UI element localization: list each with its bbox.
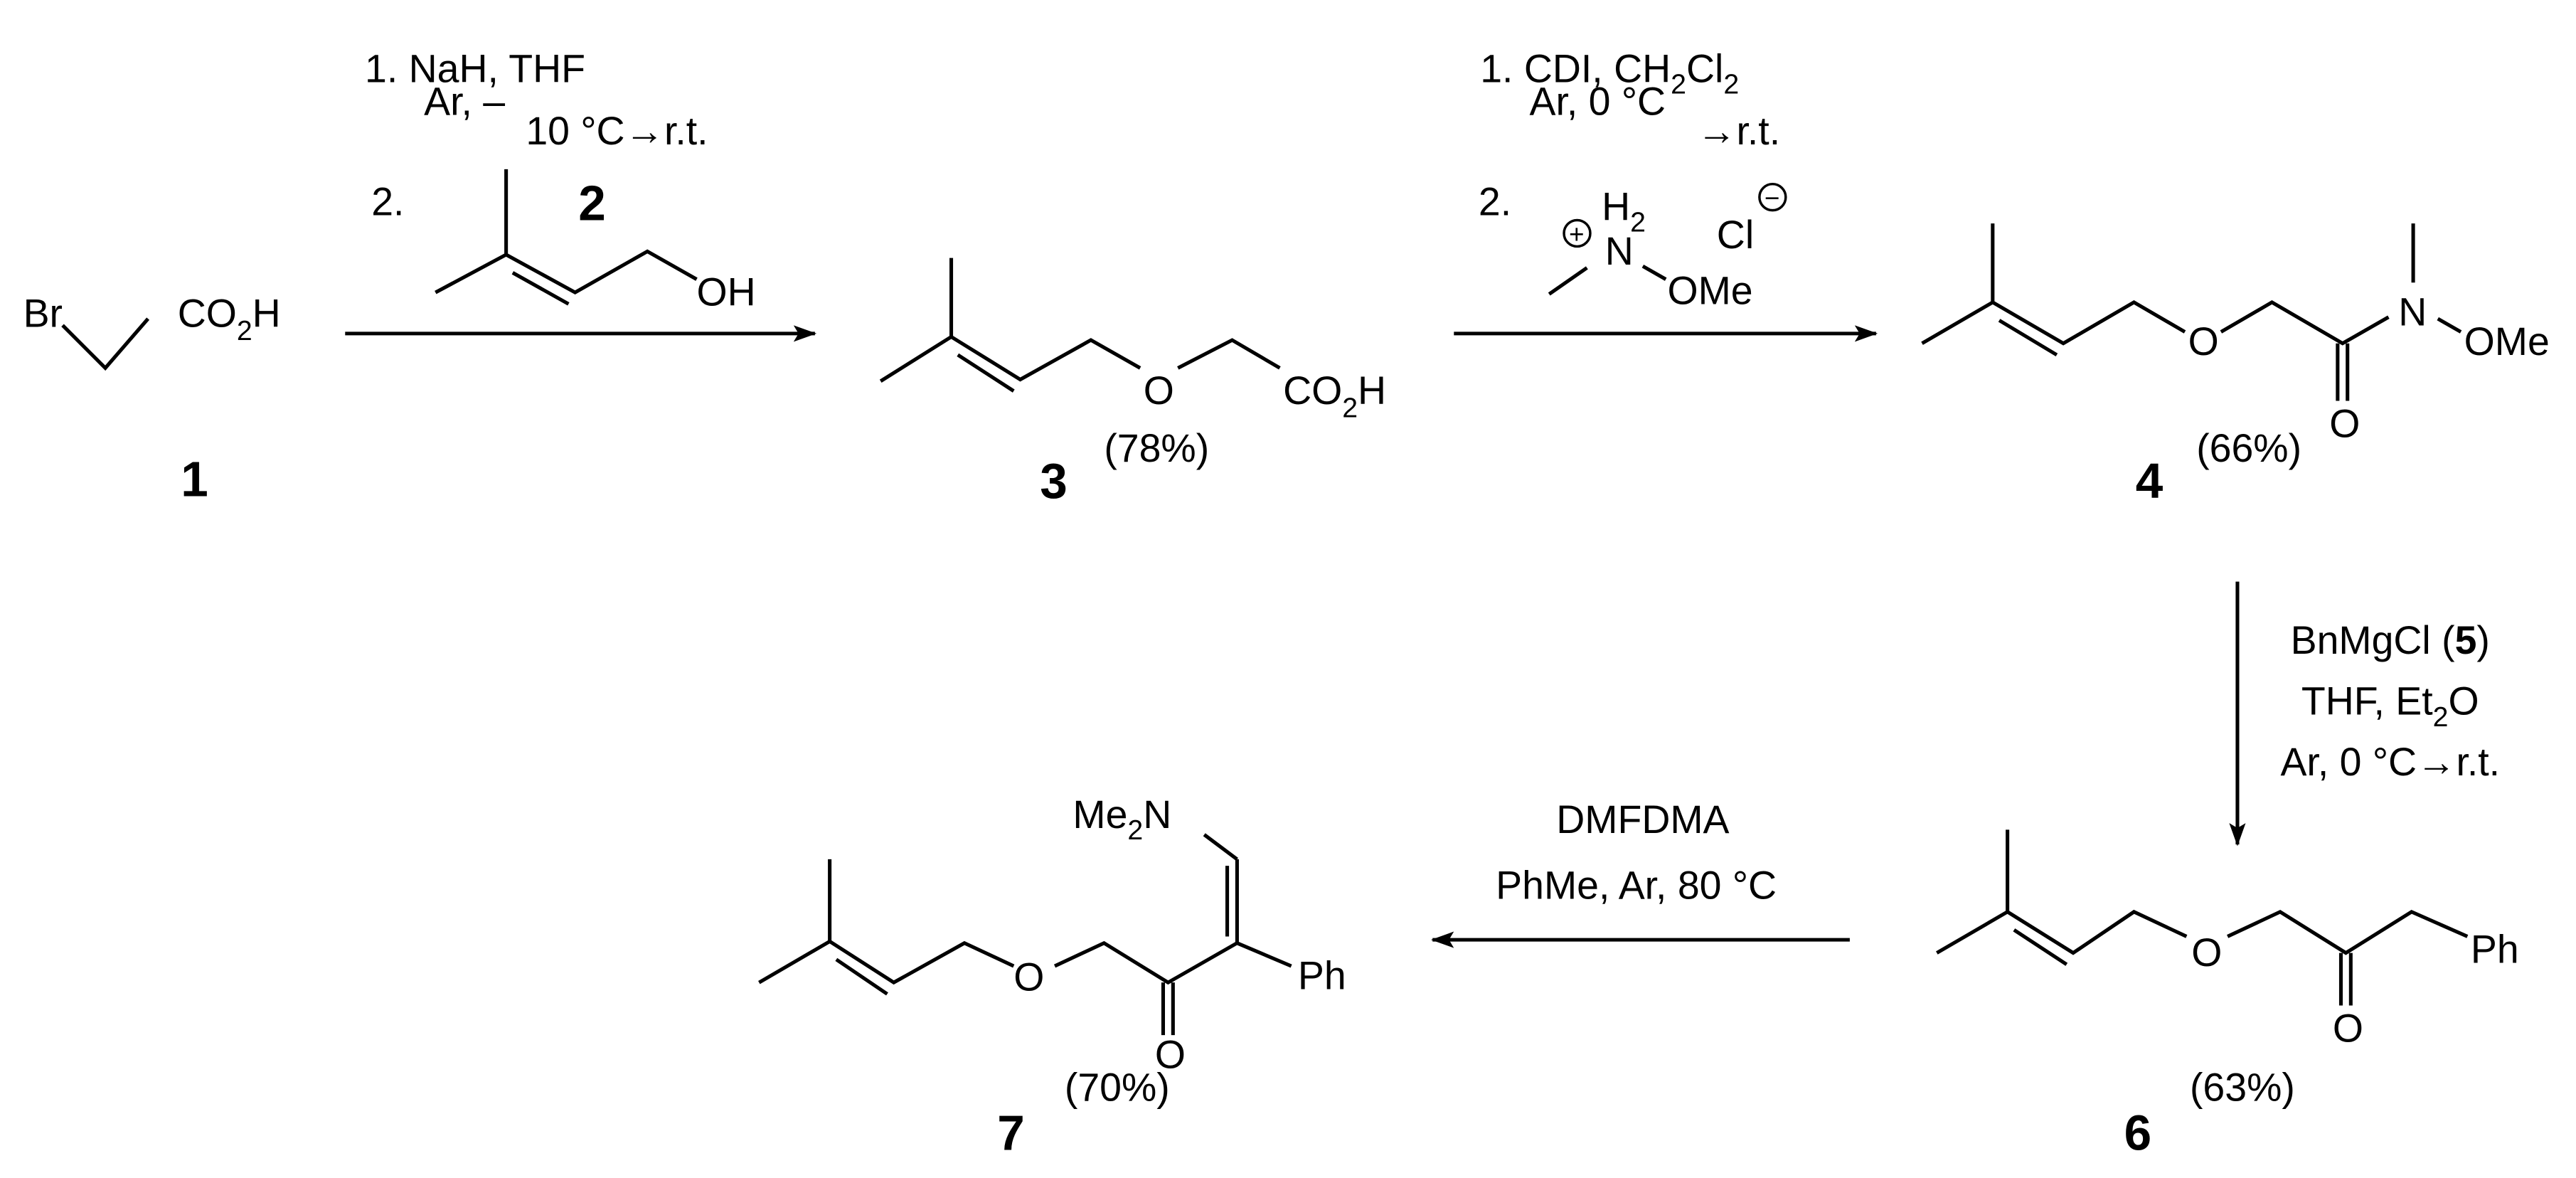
reagent-line: 2.	[371, 180, 404, 224]
nitrogen-atom: N	[1605, 229, 1634, 273]
methoxy-group: OMe	[1668, 268, 1753, 312]
ether-oxygen: O	[1013, 955, 1044, 999]
compound-6: O O Ph (63%) 6	[1936, 829, 2519, 1161]
yield: (78%)	[1104, 426, 1209, 470]
svg-text:+: +	[1569, 220, 1585, 249]
nitrogen-atom: N	[2398, 290, 2427, 334]
carboxylic-acid-group: CO2H	[178, 292, 281, 346]
compound-label: 7	[997, 1105, 1025, 1161]
reagent-line: 1. CDI, CH2Cl2	[1480, 46, 1739, 100]
hydroxyl-group: OH	[697, 270, 756, 314]
reagent-line: BnMgCl (5)	[2291, 618, 2490, 662]
negative-charge-icon	[1758, 182, 1787, 212]
compound-label: 3	[1040, 453, 1068, 509]
yield: (63%)	[2190, 1065, 2295, 1109]
yield: (66%)	[2196, 426, 2301, 470]
reagent-line: 2.	[1479, 180, 1511, 224]
reagent-line: →r.t.	[1697, 109, 1780, 153]
step-1: 1. NaH, THF Ar, – 10 °C→r.t. 2. OH 2	[345, 46, 817, 342]
phenyl-group: Ph	[1298, 953, 1346, 997]
carbonyl-oxygen: O	[1155, 1032, 1186, 1076]
reagent-line: 10 °C→r.t.	[526, 109, 708, 153]
step-3: BnMgCl (5) THF, Et2O Ar, 0 °C→r.t.	[2229, 581, 2500, 847]
ether-oxygen: O	[1144, 368, 1174, 413]
compound-label: 6	[2124, 1105, 2152, 1161]
dimethylamino-group: Me2N	[1073, 792, 1171, 846]
yield: (70%)	[1065, 1065, 1170, 1109]
compound-label: 2	[578, 175, 606, 230]
ether-oxygen: O	[2188, 319, 2219, 364]
compound-7: O O Me2N Ph (70%) 7	[758, 792, 1346, 1161]
reagent-line: Ar, –	[424, 80, 505, 124]
step-4: DMFDMA PhMe, Ar, 80 °C	[1430, 797, 1850, 948]
positive-charge-icon	[1563, 218, 1592, 248]
compound-3: O CO2H (78%) 3	[879, 258, 1386, 509]
svg-text:−: −	[1765, 184, 1780, 213]
carbonyl-oxygen: O	[2333, 1006, 2363, 1050]
reagent-line: 1. NaH, THF	[365, 46, 585, 90]
compound-label: 4	[2136, 453, 2163, 509]
reagent-line: THF, Et2O	[2301, 679, 2479, 733]
h2: H2	[1602, 184, 1646, 238]
reagent-line: Ar, 0 °C→r.t.	[2280, 740, 2500, 784]
compound-1: Br CO2H 1	[23, 292, 281, 507]
n-methoxymethylammonium-chloride: + H2 N OMe Cl −	[1548, 182, 1787, 312]
reagent-line: DMFDMA	[1556, 797, 1729, 842]
compound-2: OH 2	[435, 169, 756, 314]
step-2: 1. CDI, CH2Cl2 Ar, 0 °C →r.t. 2. + H2 N …	[1454, 46, 1878, 342]
bond	[61, 317, 150, 371]
reagent-line: Ar, 0 °C	[1530, 80, 1666, 124]
chloride: Cl	[1717, 213, 1754, 257]
compound-label: 1	[181, 452, 208, 507]
methoxy-group: OMe	[2464, 319, 2550, 364]
phenyl-group: Ph	[2471, 927, 2519, 971]
carbonyl-oxygen: O	[2329, 401, 2360, 445]
carboxylic-acid-group: CO2H	[1283, 368, 1386, 423]
bromine-atom: Br	[23, 292, 63, 336]
compound-4: O O N OMe (66%) 4	[1921, 223, 2550, 509]
reagent-line: PhMe, Ar, 80 °C	[1496, 863, 1777, 907]
ether-oxygen: O	[2191, 930, 2222, 975]
